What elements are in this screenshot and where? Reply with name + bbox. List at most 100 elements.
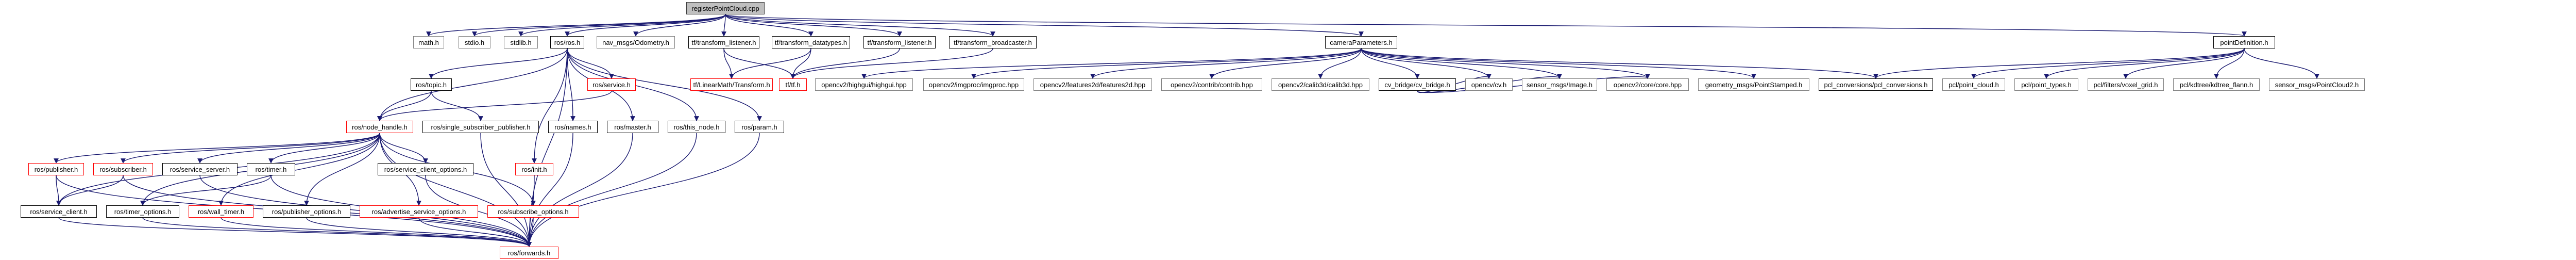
graph-node-n23[interactable]: sensor_msgs/Image.h (1522, 78, 1597, 91)
graph-node-n41[interactable]: ros/timer.h (247, 163, 295, 175)
graph-node-n49[interactable]: ros/subscribe_options.h (487, 205, 579, 218)
graph-node-n22[interactable]: opencv/cv.h (1465, 78, 1513, 91)
graph-node-n29[interactable]: pcl/filters/voxel_grid.h (2088, 78, 2164, 91)
graph-edge (527, 217, 534, 247)
graph-node-label: geometry_msgs/PointStamped.h (1705, 80, 1803, 89)
graph-node-n4[interactable]: ros/ros.h (550, 36, 584, 48)
graph-node-n3[interactable]: stdlib.h (504, 36, 538, 48)
graph-node-label: ros/subscribe_options.h (498, 207, 569, 216)
graph-node-n6[interactable]: tf/transform_listener.h (688, 36, 759, 48)
graph-edge (721, 14, 726, 37)
graph-node-n28[interactable]: pcl/point_types.h (2014, 78, 2078, 91)
graph-node-n0[interactable]: registerPointCloud.cpp (686, 2, 765, 14)
graph-node-n35[interactable]: ros/master.h (607, 121, 658, 133)
graph-node-n27[interactable]: pcl/point_cloud.h (1942, 78, 2005, 91)
graph-node-n30[interactable]: pcl/kdtree/kdtree_flann.h (2173, 78, 2260, 91)
graph-node-label: ros/param.h (741, 123, 777, 131)
graph-node-label: ros/wall_timer.h (197, 207, 245, 216)
graph-node-n16[interactable]: opencv2/highgui/highgui.hpp (815, 78, 913, 91)
graph-node-n19[interactable]: opencv2/contrib/contrib.hpp (1161, 78, 1262, 91)
graph-node-n21[interactable]: cv_bridge/cv_bridge.h (1379, 78, 1456, 91)
graph-node-label: pointDefinition.h (2220, 38, 2268, 46)
graph-edge (377, 90, 612, 121)
graph-node-label: ros/publisher.h (34, 165, 78, 173)
graph-edge (1873, 48, 2245, 79)
graph-edge (532, 48, 568, 164)
graph-node-label: tf/LinearMath/Transform.h (693, 80, 770, 89)
graph-edge (56, 175, 124, 206)
graph-node-n11[interactable]: pointDefinition.h (2213, 36, 2275, 48)
graph-node-label: ros/advertise_service_options.h (371, 207, 466, 216)
graph-node-n1[interactable]: math.h (413, 36, 444, 48)
graph-node-n43[interactable]: ros/init.h (515, 163, 553, 175)
graph-node-n7[interactable]: tf/transform_datatypes.h (772, 36, 850, 48)
graph-node-n13[interactable]: ros/service.h (587, 78, 636, 91)
graph-node-n9[interactable]: tf/transform_broadcaster.h (949, 36, 1037, 48)
graph-node-n50[interactable]: ros/forwards.h (500, 247, 558, 259)
graph-node-n47[interactable]: ros/publisher_options.h (263, 205, 350, 218)
graph-node-n31[interactable]: sensor_msgs/PointCloud2.h (2269, 78, 2365, 91)
graph-node-n8[interactable]: tf/transform_listener.h (863, 36, 936, 48)
graph-node-n10[interactable]: cameraParameters.h (1325, 36, 1397, 48)
graph-edge (725, 14, 1364, 37)
graph-node-n48[interactable]: ros/advertise_service_options.h (360, 205, 478, 218)
graph-edge (633, 14, 726, 37)
graph-edge (56, 175, 61, 206)
graph-edge (723, 48, 734, 79)
graph-node-n20[interactable]: opencv2/calib3d/calib3d.hpp (1272, 78, 1369, 91)
graph-node-label: math.h (418, 38, 439, 46)
graph-edge (418, 217, 532, 247)
graph-edge (725, 14, 2246, 37)
graph-node-label: stdlib.h (510, 38, 532, 46)
graph-edge (1361, 48, 1756, 79)
graph-node-n14[interactable]: tf/LinearMath/Transform.h (690, 78, 773, 91)
graph-node-label: opencv2/calib3d/calib3d.hpp (1278, 80, 1363, 89)
graph-node-n5[interactable]: nav_msgs/Odometry.h (597, 36, 675, 48)
graph-node-n12[interactable]: ros/topic.h (411, 78, 452, 91)
graph-node-n24[interactable]: opencv2/core/core.hpp (1606, 78, 1689, 91)
graph-node-label: ros/init.h (521, 165, 547, 173)
graph-node-label: opencv2/contrib/contrib.hpp (1171, 80, 1253, 89)
graph-node-label: pcl/point_types.h (2021, 80, 2072, 89)
graph-node-n25[interactable]: geometry_msgs/PointStamped.h (1698, 78, 1809, 91)
graph-node-n45[interactable]: ros/timer_options.h (106, 205, 179, 218)
graph-edge (197, 133, 380, 164)
graph-edge (567, 48, 575, 121)
graph-edge (790, 48, 900, 79)
graph-edge (140, 175, 272, 206)
graph-node-n15[interactable]: tf/tf.h (779, 78, 807, 91)
graph-node-label: pcl/filters/voxel_grid.h (2093, 80, 2158, 89)
graph-node-label: ros/forwards.h (507, 249, 551, 257)
graph-node-n18[interactable]: opencv2/features2d/features2d.hpp (1033, 78, 1152, 91)
graph-node-n32[interactable]: ros/node_handle.h (346, 121, 413, 133)
graph-node-label: tf/transform_listener.h (691, 38, 756, 46)
graph-edge (1361, 48, 1492, 79)
graph-node-label: pcl_conversions/pcl_conversions.h (1824, 80, 1928, 89)
graph-node-n34[interactable]: ros/names.h (548, 121, 598, 133)
graph-node-label: sensor_msgs/Image.h (1527, 80, 1592, 89)
graph-edge (567, 48, 614, 79)
graph-node-label: stdio.h (464, 38, 485, 46)
graph-node-n26[interactable]: pcl_conversions/pcl_conversions.h (1819, 78, 1933, 91)
graph-node-n46[interactable]: ros/wall_timer.h (189, 205, 253, 218)
graph-node-n36[interactable]: ros/this_node.h (668, 121, 725, 133)
graph-node-n33[interactable]: ros/single_subscriber_publisher.h (422, 121, 539, 133)
graph-edge (377, 90, 432, 121)
graph-node-label: opencv2/imgproc/imgproc.hpp (928, 80, 1019, 89)
graph-node-n40[interactable]: ros/service_server.h (162, 163, 238, 175)
graph-node-n39[interactable]: ros/subscriber.h (93, 163, 153, 175)
graph-edge (2244, 48, 2319, 79)
graph-node-n38[interactable]: ros/publisher.h (28, 163, 84, 175)
graph-node-n44[interactable]: ros/service_client.h (21, 205, 97, 218)
graph-edge (1209, 48, 1362, 79)
graph-node-n2[interactable]: stdio.h (459, 36, 490, 48)
graph-node-label: tf/transform_datatypes.h (774, 38, 848, 46)
graph-node-n37[interactable]: ros/param.h (735, 121, 784, 133)
graph-node-n17[interactable]: opencv2/imgproc/imgproc.hpp (923, 78, 1024, 91)
graph-edge (426, 14, 726, 37)
graph-node-label: opencv/cv.h (1471, 80, 1507, 89)
graph-node-label: nav_msgs/Odometry.h (602, 38, 669, 46)
graph-node-label: pcl/kdtree/kdtree_flann.h (2179, 80, 2253, 89)
graph-node-n42[interactable]: ros/service_client_options.h (378, 163, 473, 175)
